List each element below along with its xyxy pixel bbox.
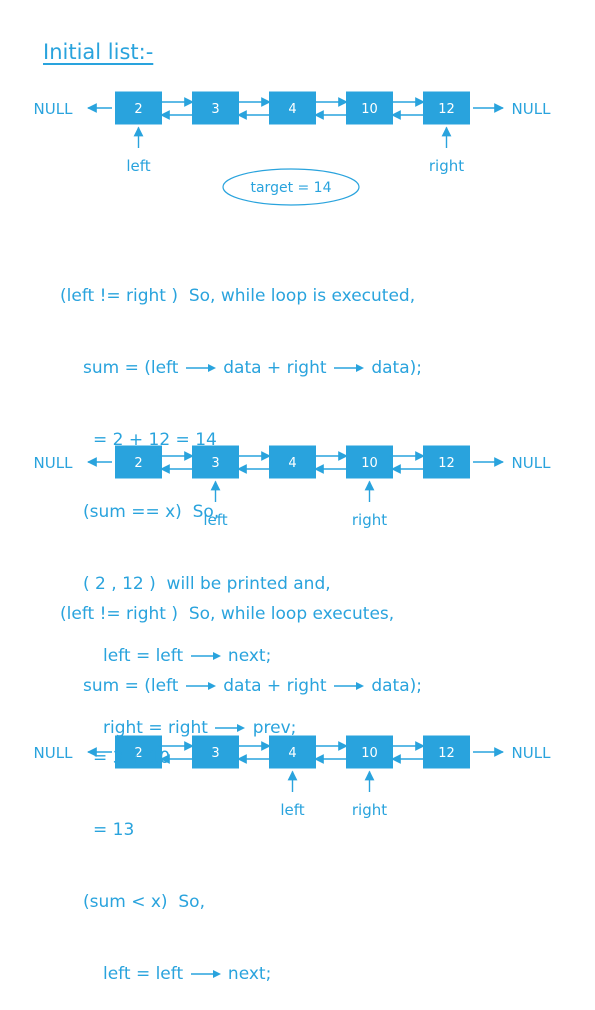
step2-code: (left != right ) So, while loop executes… xyxy=(60,554,422,1010)
step2-line6-b: next; xyxy=(222,964,272,984)
list-node xyxy=(423,91,470,125)
step1-line2-c: data); xyxy=(365,358,422,378)
step2-line3: = 3 + 10 xyxy=(93,748,171,768)
node-value: 10 xyxy=(361,456,378,471)
step1-line4: (sum == x) So, xyxy=(83,502,220,522)
initial-list-diagram: NULL NULL 2 3 4 10 12 left right xyxy=(34,91,552,175)
list-node xyxy=(192,445,239,479)
arrow-icon xyxy=(185,364,216,372)
node-value: 4 xyxy=(288,746,296,761)
step1-line5: ( 2 , 12 ) will be printed and, xyxy=(83,574,331,594)
step1-line7: right = right prev; xyxy=(60,716,422,740)
arrow-icon xyxy=(333,364,364,372)
null-label-left: NULL xyxy=(34,454,74,472)
null-label-right: NULL xyxy=(512,744,552,762)
arrow-icon xyxy=(215,724,246,732)
node-value: 4 xyxy=(288,456,296,471)
step2-line6: left = left next; xyxy=(60,962,422,986)
right-pointer-label: right xyxy=(352,511,387,529)
step2-line2-c: data); xyxy=(365,676,422,696)
node-value: 10 xyxy=(361,746,378,761)
node-value: 2 xyxy=(134,746,142,761)
arrow-icon xyxy=(190,652,221,660)
left-pointer-label: left xyxy=(280,801,304,819)
step1-line2-a: sum = (left xyxy=(83,358,184,378)
step1-line1: (left != right ) So, while loop is execu… xyxy=(60,286,416,306)
left-pointer-label: left xyxy=(203,511,227,529)
null-label-left: NULL xyxy=(34,744,74,762)
step2-line6-a: left = left xyxy=(103,964,189,984)
node-value: 2 xyxy=(134,102,142,117)
step1-line2-b: data + right xyxy=(217,358,332,378)
list-node xyxy=(269,91,316,125)
list-node xyxy=(269,735,316,769)
list-node xyxy=(423,445,470,479)
node-value: 4 xyxy=(288,102,296,117)
node-value: 3 xyxy=(211,102,219,117)
step2-line4: = 13 xyxy=(93,820,135,840)
node-value: 12 xyxy=(438,102,455,117)
step1-line6-a: left = left xyxy=(103,646,189,666)
step1-line6-b: next; xyxy=(222,646,272,666)
arrow-icon xyxy=(185,682,216,690)
step1-line7-a: right = right xyxy=(103,718,214,738)
step1-line6: left = left next; xyxy=(60,644,422,668)
step1-line7-b: prev; xyxy=(247,718,297,738)
right-pointer-label: right xyxy=(352,801,387,819)
node-value: 3 xyxy=(211,456,219,471)
list-node xyxy=(346,445,393,479)
list-node xyxy=(192,91,239,125)
step1-line2: sum = (left data + right data); xyxy=(60,356,422,380)
null-label-right: NULL xyxy=(512,454,552,472)
right-pointer-label: right xyxy=(429,157,464,175)
target-ellipse xyxy=(222,168,360,206)
second-list-diagram: NULL NULL 2 3 4 10 12 left right xyxy=(34,445,552,529)
step1-code: (left != right ) So, while loop is execu… xyxy=(60,236,422,764)
target-label: target = 14 xyxy=(250,180,331,196)
list-node xyxy=(423,735,470,769)
third-list-diagram: NULL NULL 2 3 4 10 12 left right xyxy=(34,735,552,819)
arrow-icon xyxy=(190,970,221,978)
node-value: 2 xyxy=(134,456,142,471)
null-label-left: NULL xyxy=(34,100,74,118)
node-value: 12 xyxy=(438,746,455,761)
list-node xyxy=(115,445,162,479)
node-value: 3 xyxy=(211,746,219,761)
list-node xyxy=(115,735,162,769)
list-node xyxy=(269,445,316,479)
arrow-icon xyxy=(333,682,364,690)
step2-line5: (sum < x) So, xyxy=(83,892,205,912)
list-node xyxy=(115,91,162,125)
list-node xyxy=(346,735,393,769)
list-node xyxy=(346,91,393,125)
step2-line2-b: data + right xyxy=(217,676,332,696)
list-node xyxy=(192,735,239,769)
step2-line1: (left != right ) So, while loop executes… xyxy=(60,604,395,624)
linked-list-diagrams: NULL NULL 2 3 4 10 12 left right NULL NULL 2 3 4 10 12… xyxy=(34,91,552,819)
page-title: Initial list:- xyxy=(43,40,154,64)
step1-line3: = 2 + 12 = 14 xyxy=(93,430,217,450)
step2-line2-a: sum = (left xyxy=(83,676,184,696)
null-label-right: NULL xyxy=(512,100,552,118)
step2-line2: sum = (left data + right data); xyxy=(60,674,422,698)
left-pointer-label: left xyxy=(126,157,150,175)
node-value: 12 xyxy=(438,456,455,471)
node-value: 10 xyxy=(361,102,378,117)
